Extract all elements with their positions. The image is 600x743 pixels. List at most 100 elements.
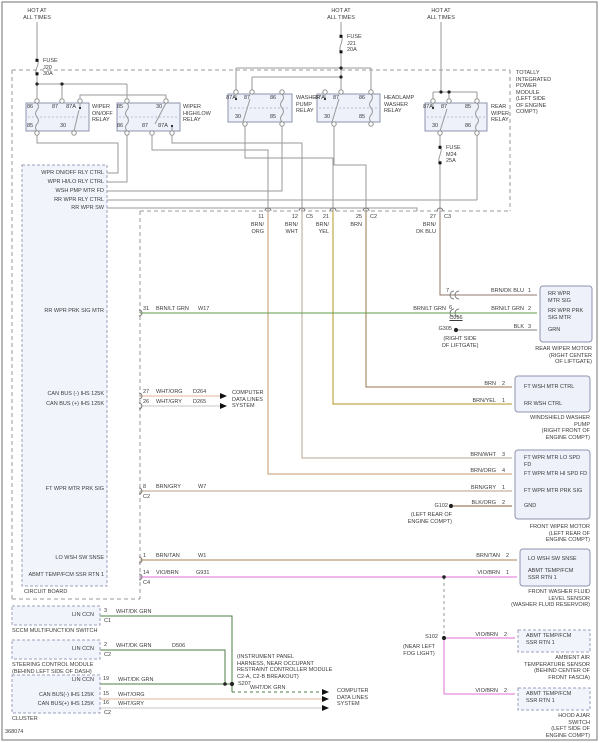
conn-c2-pin8: C2 <box>143 494 151 500</box>
ground-g305-symbol <box>453 327 459 333</box>
circuit-w7: W7 <box>198 484 207 490</box>
hood-ajar-switch-box <box>517 687 591 711</box>
circuit-board-box <box>21 164 108 587</box>
cluster-lin-ccn: LIN CCN <box>71 677 94 683</box>
pump-row-1: FT WSH MTR CTRL <box>524 384 575 390</box>
pump-row-2: RR WSH CTRL <box>524 401 563 407</box>
tipm-can-bus-minus: CAN BUS (-) IHS 125K <box>47 391 104 397</box>
r3-pin-87: 87 <box>243 95 251 101</box>
wire-wht-dkgrn-label-4: WHT/DK GRN <box>250 685 286 691</box>
r5-pin-86: 86 <box>464 123 472 129</box>
aat-row: ABMT TEMP/FCM SSR RTN 1 <box>526 633 572 646</box>
wire-brn-ltgrn-label-3: BRN/LT GRN <box>491 306 524 312</box>
rwm-pin-1: 1 <box>528 288 532 294</box>
r3-pin-85: 85 <box>269 114 277 120</box>
hood-row: ABMT TEMP/FCM SSR RTN 1 <box>526 691 572 704</box>
aat-pin-2: 2 <box>504 632 508 638</box>
vio-brn-junction <box>442 575 446 579</box>
ground-g102-loc: (LEFT REAR OF ENGINE COMPT) <box>407 512 452 525</box>
wire-brn-yel-label-2: BRN/YEL <box>472 398 496 404</box>
r4-pin-85: 85 <box>358 114 366 120</box>
hot-at-all-times-2: HOT AT ALL TIMES <box>327 8 355 21</box>
circuit-d264: D264 <box>193 389 207 395</box>
wire-brn-ltgrn-label-2: BRN/LT GRN <box>413 306 446 312</box>
ground-g305-loc: (RIGHT SIDE OF LIFTGATE) <box>441 336 479 349</box>
pin-26: 26 <box>143 399 150 405</box>
sheet-number: 368074 <box>5 729 24 735</box>
rwm-row-2: RR WPR PRK SIG MTR <box>548 308 584 321</box>
tipm-internal-wires <box>36 126 478 211</box>
sccm-lin-ccn: LIN CCN <box>71 612 94 618</box>
relay-headlamp-washer-name: HEADLAMP WASHER RELAY <box>384 95 415 114</box>
fwm-pin-4: 4 <box>502 468 506 474</box>
wire-vio-brn-label-4: VIO/BRN <box>475 688 498 694</box>
stm-pin-2: 2 <box>104 642 108 648</box>
sccm-caption: SCCM MULTIFUNCTION SWITCH <box>12 628 98 634</box>
r2-pin-86: 86 <box>116 123 124 129</box>
tipm-rr-wpr-prk-sig-mtr: RR WPR PRK SIG MTR <box>44 308 104 314</box>
fuse-m24 <box>438 145 442 165</box>
conn-c2-top: C2 <box>370 214 378 220</box>
cluster-conn-c2: C2 <box>104 710 112 716</box>
fwm-pin-1: 1 <box>502 485 506 491</box>
wire-brn-label-2: BRN <box>484 381 496 387</box>
wire-wht-gry-label-1: WHT/GRY <box>156 399 182 405</box>
circuit-d506: D506 <box>172 643 186 649</box>
hot-at-all-times-3: HOT AT ALL TIMES <box>427 8 455 21</box>
rear-wiper-motor-caption: REAR WIPER MOTOR (RIGHT CENTER OF LIFTGA… <box>535 346 592 365</box>
sccm-pin-3: 3 <box>104 608 108 614</box>
computer-data-lines-2: COMPUTER DATA LINES SYSTEM <box>337 688 369 707</box>
cb-wpr-onoff-rly-ctrl: WPR ON/OFF RLY CTRL <box>41 170 104 176</box>
r1-pin-85: 85 <box>26 123 34 129</box>
fuse-j20-label: FUSE J20 30A <box>43 58 58 77</box>
rwm-row-1: RR WPR MTR SIG <box>548 291 571 304</box>
hood-ajar-caption: HOOD AJAR SWITCH (LEFT SIDE OF ENGINE CO… <box>545 713 590 739</box>
cb-wpr-hilo-rly-ctrl: WPR HI/LO RLY CTRL <box>47 179 104 185</box>
wire-blk-org-label: BLK/ORG <box>471 500 496 506</box>
fls-row-1: LO WSH SW SNSE <box>528 556 577 562</box>
wire-brn-dkblu-label: BRN/ DK BLU <box>416 222 436 235</box>
rear-wiper-motor-box <box>539 285 593 343</box>
cluster-box <box>11 674 101 714</box>
wire-wht-gry-label-2: WHT/GRY <box>118 701 144 707</box>
cb-rr-wpr-sw: RR WPR SW <box>71 205 104 211</box>
tipm-lo-wsh-sw-snse: LO WSH SW SNSE <box>55 555 104 561</box>
wire-brn-tan-label-1: BRN/TAN <box>156 553 180 559</box>
sccm-box <box>11 605 101 626</box>
relay-wiper-highlow-name: WIPER HIGH/LOW RELAY <box>183 104 211 123</box>
ground-g305: G305 <box>438 326 452 332</box>
wire-brn-tan-label-2: BRN/TAN <box>476 553 500 559</box>
pin-14: 14 <box>143 570 150 576</box>
fluid-level-sensor-box <box>519 548 591 587</box>
front-wiper-motor-box <box>514 449 591 520</box>
system-arrows <box>220 393 329 711</box>
ip-harness-note: (INSTRUMENT PANEL HARNESS, NEAR OCCUPANT… <box>237 654 333 680</box>
cluster-caption: CLUSTER <box>12 716 38 722</box>
splice-s102-symbol <box>441 635 447 641</box>
washer-pump-box <box>514 375 591 413</box>
pin-31: 31 <box>143 306 150 312</box>
relay-wiper-onoff <box>25 98 90 136</box>
conn-c356: C356 <box>449 315 463 321</box>
pin-8: 8 <box>143 484 147 490</box>
power-wires <box>36 22 478 211</box>
r1-pin-87: 87 <box>51 104 59 110</box>
rwm-pin-3: 3 <box>528 324 532 330</box>
washer-pump-caption: WINDSHIELD WASHER PUMP (RIGHT FRONT OF E… <box>530 415 590 441</box>
fuse-j21-label: FUSE J21 20A <box>347 34 362 53</box>
r3-pin-87a: 87A <box>226 95 236 101</box>
fls-row-2: ABMT TEMP/FCM SSR RTN 1 <box>528 568 574 581</box>
fuse-m24-label: FUSE M24 25A <box>446 145 461 164</box>
circuit-wires <box>100 211 537 709</box>
splice-s102: S102 <box>425 634 438 640</box>
conn-7: 7 <box>446 288 450 294</box>
cluster-can-plus: CAN BUS(+) IHS 125K <box>37 701 94 707</box>
wire-brn-wht-label: BRN/ WHT <box>284 222 298 235</box>
tipm-ft-wpr-mtr-prk-sig: FT WPR MTR PRK SIG <box>45 486 104 492</box>
wire-wht-org-label-1: WHT/ORG <box>156 389 183 395</box>
relay-wiper-onoff-name: WIPER ON/OFF RELAY <box>92 104 113 123</box>
circuit-board-label: CIRCUIT BOARD <box>24 589 68 595</box>
wire-wht-dkgrn-label-3: WHT/DK GRN <box>118 677 154 683</box>
ground-g102: G102 <box>434 503 448 509</box>
